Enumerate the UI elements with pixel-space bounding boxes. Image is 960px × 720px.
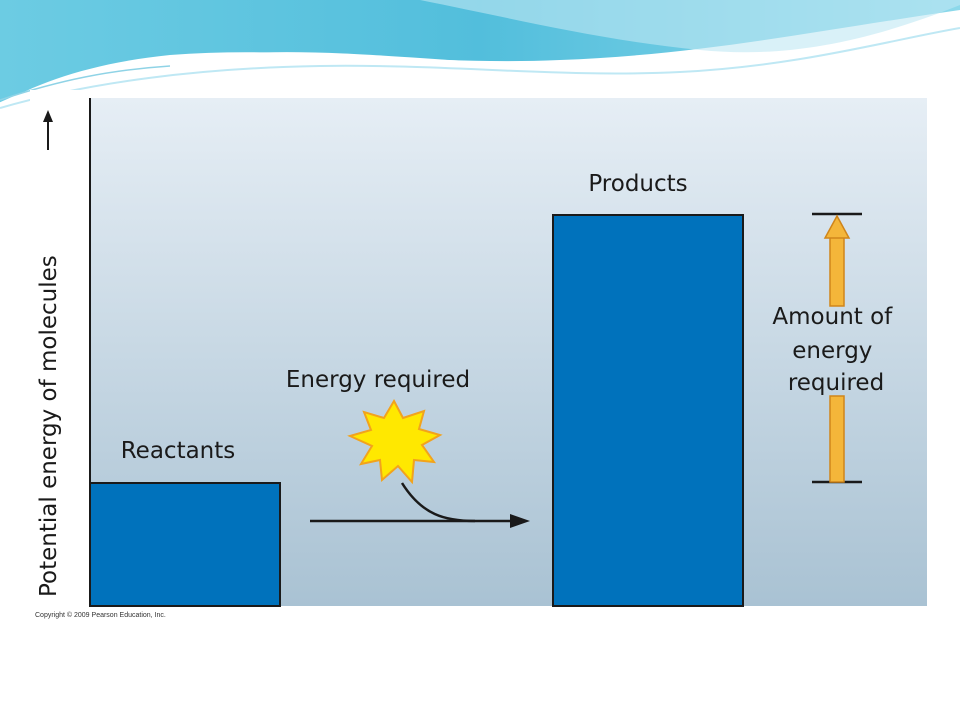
energy-difference-marker bbox=[812, 212, 862, 484]
energy-required-label: Energy required bbox=[286, 367, 470, 393]
energy-diagram-figure: Potential energy of molecules Reactants … bbox=[30, 90, 930, 630]
amount-energy-label: Amount of energy required bbox=[772, 304, 899, 396]
reactants-bar bbox=[89, 482, 281, 607]
amount-label-line-2: energy bbox=[792, 338, 872, 364]
energy-diagram-svg: Potential energy of molecules Reactants … bbox=[36, 98, 927, 607]
copyright-notice: Copyright © 2009 Pearson Education, Inc. bbox=[35, 612, 166, 619]
reaction-arrow-icon bbox=[310, 514, 530, 528]
y-axis-label: Potential energy of molecules bbox=[36, 255, 62, 597]
amount-label-line-3: required bbox=[788, 370, 884, 396]
reactants-label: Reactants bbox=[121, 438, 236, 464]
products-bar bbox=[552, 214, 744, 607]
energy-burst-icon bbox=[347, 398, 443, 485]
products-label: Products bbox=[588, 171, 687, 197]
up-arrow-icon bbox=[823, 214, 851, 239]
y-axis-arrow-icon bbox=[43, 110, 53, 150]
amount-label-line-1: Amount of bbox=[772, 304, 893, 330]
slide-banner-decoration bbox=[0, 0, 960, 109]
